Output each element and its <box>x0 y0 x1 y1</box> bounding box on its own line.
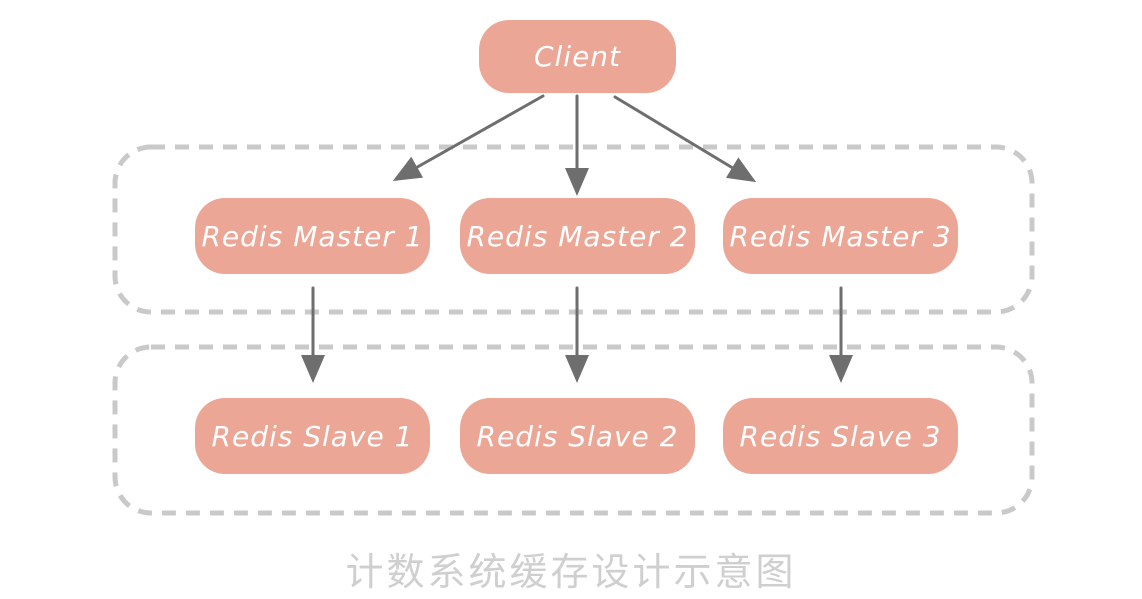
node-redis-master-2: Redis Master 2 <box>460 198 695 274</box>
node-client: Client <box>479 20 676 93</box>
node-redis-master-3: Redis Master 3 <box>723 198 958 274</box>
node-redis-slave-3: Redis Slave 3 <box>723 398 958 474</box>
diagram-caption: 计数系统缓存设计示意图 <box>345 550 797 594</box>
node-redis-slave-2: Redis Slave 2 <box>460 398 695 474</box>
node-redis-master-1: Redis Master 1 <box>195 198 430 274</box>
arrow-client-to-master-3 <box>613 95 757 183</box>
node-redis-slave-1: Redis Slave 1 <box>195 398 430 474</box>
arrow-client-to-master-1 <box>392 94 545 181</box>
